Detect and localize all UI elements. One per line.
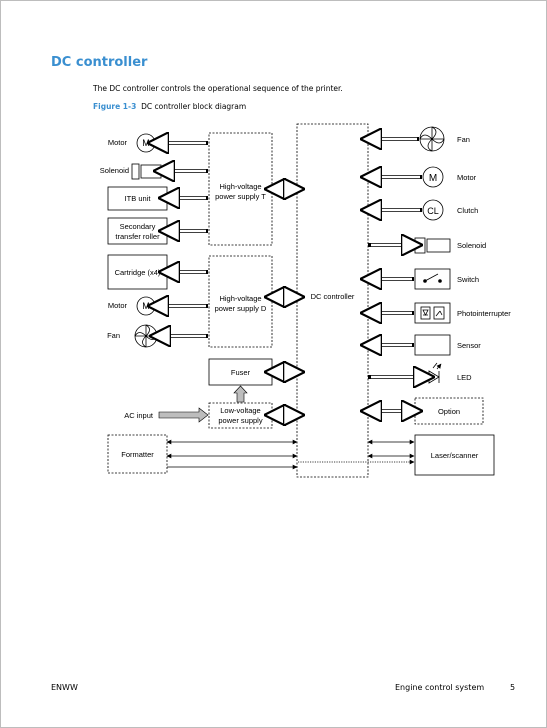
solenoid-body-icon <box>140 164 162 179</box>
footer-section: Engine control system <box>395 683 485 692</box>
right-switch: Switch <box>414 268 479 290</box>
hv-d-label-line1: High-voltage <box>219 294 261 303</box>
right-solenoid: Solenoid <box>414 237 486 254</box>
dc-controller-box <box>296 123 369 478</box>
left-solenoid: Solenoid <box>100 163 162 180</box>
right-photointerrupter-label: Photointerrupter <box>457 309 511 318</box>
right-fan-label: Fan <box>457 135 470 144</box>
figure-caption: Figure 1-3 DC controller block diagram <box>93 102 246 111</box>
secondary-label-line2: transfer roller <box>115 232 160 241</box>
mid-connectors <box>166 189 297 470</box>
clutch-icon <box>422 199 444 221</box>
fuser-label: Fuser <box>231 368 251 377</box>
left-fan-label: Fan <box>107 331 120 340</box>
right-motor-label: Motor <box>457 173 477 182</box>
left-fan: Fan <box>107 324 158 348</box>
right-led: LED <box>428 363 472 384</box>
solenoid-coil-icon <box>414 237 426 254</box>
switch-lever-icon <box>424 273 439 282</box>
lv-label-line2: power supply <box>218 416 262 425</box>
footer-page-number: 5 <box>510 683 516 692</box>
left-motor-label: Motor <box>108 138 128 147</box>
photointerrupter-box <box>414 302 451 324</box>
led-icon <box>428 370 440 384</box>
intro-paragraph: The DC controller controls the operation… <box>93 84 343 93</box>
footer-left: ENWW <box>51 683 78 692</box>
right-solenoid-label: Solenoid <box>457 241 486 250</box>
motor-icon-glyph: M <box>142 138 150 148</box>
right-photointerrupter: Photointerrupter <box>414 302 511 324</box>
hv-d-label-line2: power supply D <box>215 304 267 313</box>
figure-label: Figure 1-3 <box>93 102 137 111</box>
photo-diode-icon <box>422 309 429 316</box>
fan-blades <box>419 126 445 152</box>
hv-t-label-line2: power supply T <box>215 192 266 201</box>
right-clutch: CL Clutch <box>422 199 478 221</box>
left-motor: Motor M <box>108 133 156 153</box>
right-fan: Fan <box>419 126 470 152</box>
lv-label-line1: Low-voltage <box>220 406 260 415</box>
option-label: Option <box>438 407 460 416</box>
right-clutch-label: Clutch <box>457 206 478 215</box>
motor-icon-glyph: M <box>429 173 437 184</box>
solenoid-coil-icon <box>131 163 140 180</box>
sensor-box <box>414 334 451 356</box>
left-solenoid-label: Solenoid <box>100 166 129 175</box>
laser-scanner-label: Laser/scanner <box>431 451 479 460</box>
right-motor: M Motor <box>422 166 477 188</box>
left-connectors <box>156 143 248 423</box>
dc-controller-label: DC controller <box>311 292 355 301</box>
right-sensor-label: Sensor <box>457 341 481 350</box>
clutch-icon-glyph: CL <box>427 206 439 216</box>
itb-unit-label: ITB unit <box>125 194 152 203</box>
right-led-label: LED <box>457 373 472 382</box>
cartridge-label: Cartridge (x4) <box>115 268 161 277</box>
figure-title: DC controller block diagram <box>141 102 247 111</box>
ac-input-label: AC input <box>124 411 154 420</box>
secondary-label-line1: Secondary <box>120 222 156 231</box>
motor-icon <box>422 166 444 188</box>
photointerrupter-emitter-icon <box>420 306 431 320</box>
section-title: DC controller <box>51 55 148 70</box>
solenoid-body-icon <box>426 238 451 253</box>
left-motor-2-label: Motor <box>108 301 128 310</box>
motor-icon-glyph: M <box>142 301 150 311</box>
laser-scanner-box <box>414 434 495 476</box>
right-switch-label: Switch <box>457 275 479 284</box>
left-motor-2: Motor M <box>108 296 156 316</box>
led-rays-icon <box>432 363 441 370</box>
right-connectors <box>298 139 426 465</box>
formatter-label: Formatter <box>121 450 154 459</box>
phototransistor-icon <box>435 310 443 317</box>
switch-box <box>414 268 451 290</box>
hv-t-label-line1: High-voltage <box>219 182 261 191</box>
switch-contact-icon <box>438 279 442 283</box>
photointerrupter-receiver-icon <box>433 306 445 320</box>
